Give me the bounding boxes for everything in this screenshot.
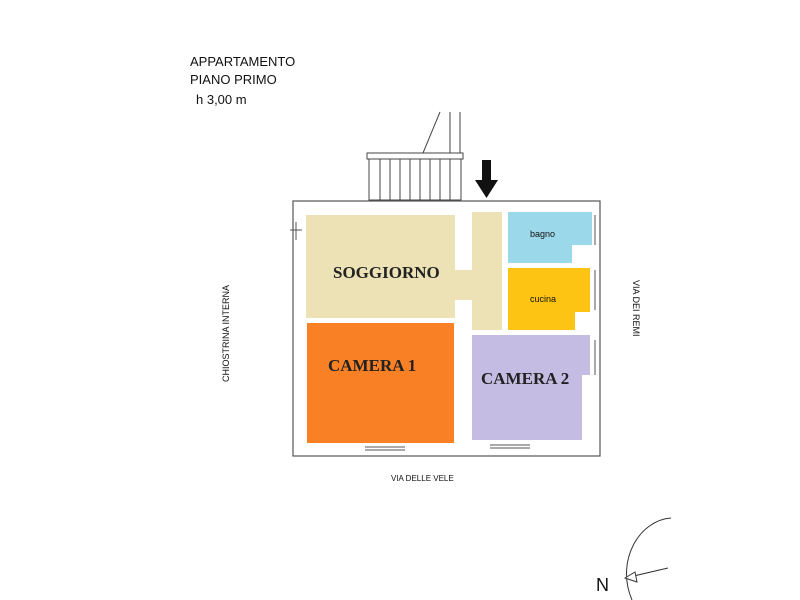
svg-text:CAMERA 2: CAMERA 2: [481, 369, 569, 388]
svg-text:cucina: cucina: [530, 294, 556, 304]
north-label: N: [596, 575, 609, 595]
street-west: CHIOSTRINA INTERNA: [221, 285, 231, 382]
room-bagno: bagno: [508, 212, 592, 263]
street-south: VIA DELLE VELE: [391, 474, 454, 483]
soggiorno-area: [306, 212, 502, 330]
room-cucina: cucina: [508, 268, 590, 330]
room-soggiorno: SOGGIORNO: [306, 212, 502, 330]
ceiling-height: h 3,00 m: [196, 92, 247, 107]
svg-text:SOGGIORNO: SOGGIORNO: [333, 263, 440, 282]
svg-text:CAMERA 1: CAMERA 1: [328, 356, 416, 375]
windows: [290, 215, 596, 451]
svg-text:bagno: bagno: [530, 229, 555, 239]
plan-title: APPARTAMENTO: [190, 54, 296, 69]
staircase: [366, 111, 464, 201]
floor-label: PIANO PRIMO: [190, 72, 277, 87]
entrance-arrow-icon: [475, 160, 498, 198]
street-east: VIA DEI REMI: [631, 280, 641, 337]
room-camera-2: CAMERA 2: [472, 335, 590, 440]
north-compass-icon: [623, 517, 672, 600]
room-camera-1: CAMERA 1: [307, 323, 454, 443]
